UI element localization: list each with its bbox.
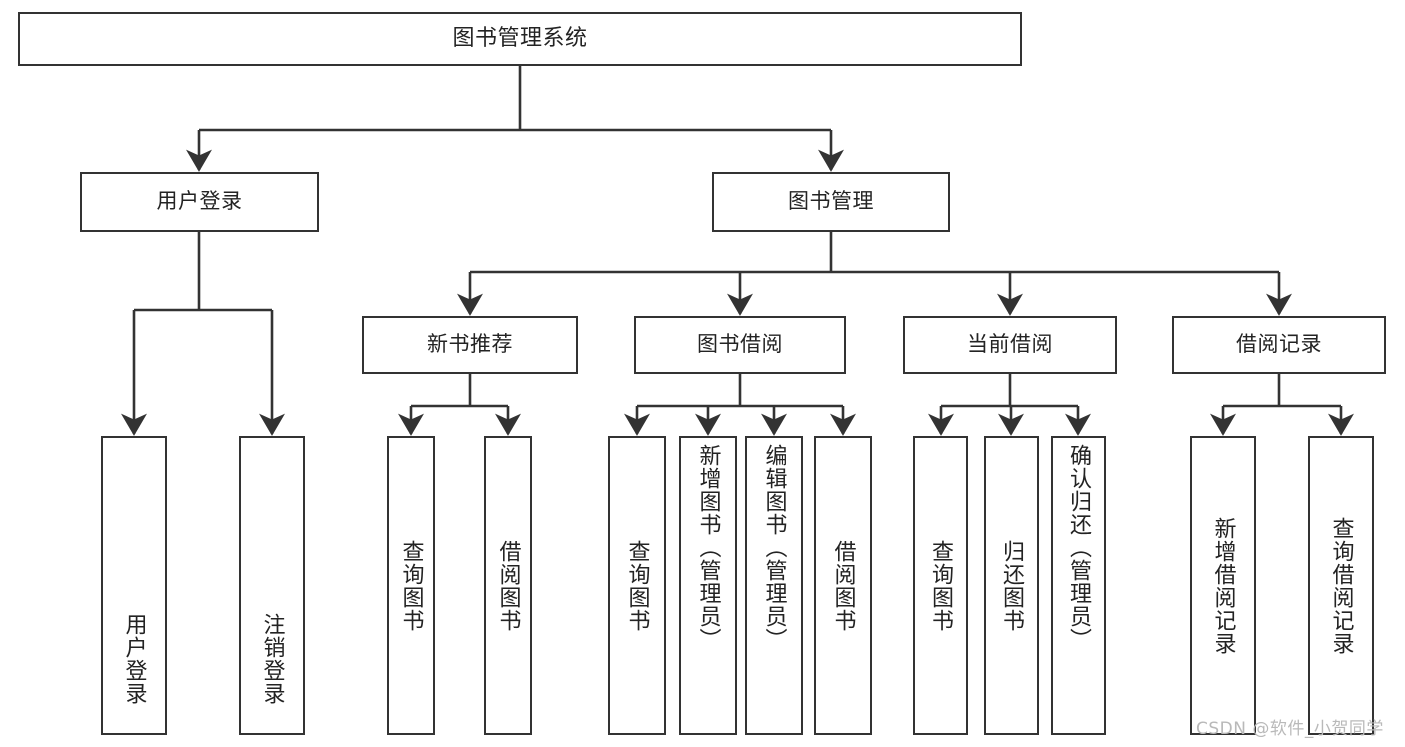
node-leaf-borrow-book-1[interactable]: 借阅图书 [484, 436, 532, 735]
node-leaf-query-borrow-record[interactable]: 查询借阅记录 [1308, 436, 1374, 735]
node-book-manage-label: 图书管理 [788, 189, 874, 214]
node-borrow-record-label: 借阅记录 [1236, 332, 1322, 357]
node-leaf-return-book-label: 归还图书 [999, 539, 1025, 632]
node-user-login-label: 用户登录 [156, 189, 243, 214]
node-new-book-recommend-label: 新书推荐 [427, 332, 513, 357]
node-user-login[interactable]: 用户登录 [80, 172, 319, 232]
node-leaf-query-book-2[interactable]: 查询图书 [608, 436, 666, 735]
node-leaf-edit-book-admin-label: 编辑图书（管理员） [761, 444, 787, 651]
node-leaf-confirm-return-admin-label: 确认归还（管理员） [1066, 444, 1092, 651]
node-root-label: 图书管理系统 [452, 25, 588, 51]
node-leaf-user-login-label: 用户登录 [121, 613, 147, 705]
node-leaf-logout-login[interactable]: 注销登录 [239, 436, 305, 735]
node-leaf-borrow-book-2-label: 借阅图书 [830, 539, 856, 632]
node-book-borrow-label: 图书借阅 [697, 332, 783, 357]
node-leaf-borrow-book-1-label: 借阅图书 [495, 539, 521, 632]
node-book-manage[interactable]: 图书管理 [712, 172, 950, 232]
node-leaf-logout-login-label: 注销登录 [259, 613, 285, 705]
node-root[interactable]: 图书管理系统 [18, 12, 1022, 66]
node-leaf-add-book-admin-label: 新增图书（管理员） [695, 444, 721, 651]
node-leaf-add-book-admin[interactable]: 新增图书（管理员） [679, 436, 737, 735]
node-leaf-edit-book-admin[interactable]: 编辑图书（管理员） [745, 436, 803, 735]
node-leaf-query-book-3[interactable]: 查询图书 [913, 436, 968, 735]
node-leaf-add-borrow-record[interactable]: 新增借阅记录 [1190, 436, 1256, 735]
node-borrow-record[interactable]: 借阅记录 [1172, 316, 1386, 374]
node-leaf-query-book-1[interactable]: 查询图书 [387, 436, 435, 735]
node-leaf-confirm-return-admin[interactable]: 确认归还（管理员） [1051, 436, 1106, 735]
csdn-watermark: CSDN @软件_小贺同学 [1196, 719, 1384, 739]
node-current-borrow-label: 当前借阅 [967, 332, 1053, 357]
node-leaf-user-login[interactable]: 用户登录 [101, 436, 167, 735]
node-new-book-recommend[interactable]: 新书推荐 [362, 316, 578, 374]
node-current-borrow[interactable]: 当前借阅 [903, 316, 1117, 374]
node-leaf-borrow-book-2[interactable]: 借阅图书 [814, 436, 872, 735]
node-leaf-query-book-1-label: 查询图书 [398, 539, 424, 632]
node-leaf-query-book-3-label: 查询图书 [928, 539, 954, 632]
node-leaf-query-borrow-record-label: 查询借阅记录 [1328, 516, 1354, 655]
node-book-borrow[interactable]: 图书借阅 [634, 316, 846, 374]
node-leaf-add-borrow-record-label: 新增借阅记录 [1210, 516, 1236, 655]
node-leaf-return-book[interactable]: 归还图书 [984, 436, 1039, 735]
node-leaf-query-book-2-label: 查询图书 [624, 539, 650, 632]
